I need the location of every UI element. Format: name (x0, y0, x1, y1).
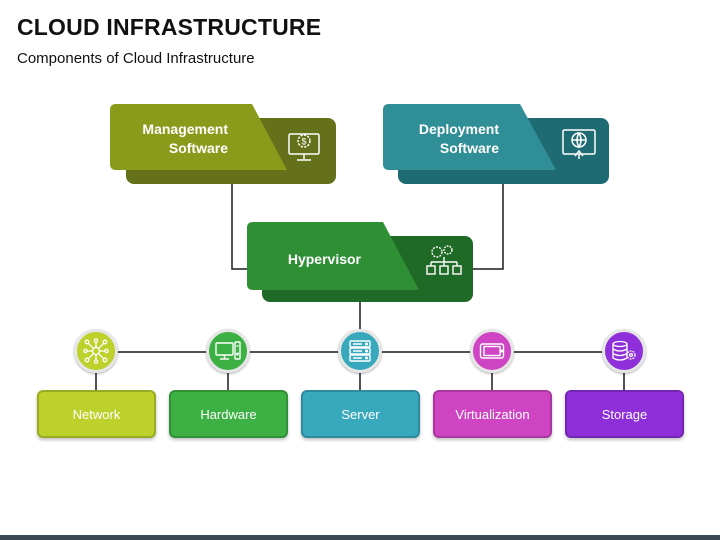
page-subtitle: Components of Cloud Infrastructure (17, 50, 255, 67)
footer-bar (0, 535, 720, 540)
server-icon (349, 340, 371, 362)
database-gear-icon (612, 340, 636, 361)
storage-label: Storage (601, 406, 648, 422)
hypervisor-front-box (247, 222, 419, 290)
network-label: Network (72, 406, 121, 422)
deployment-software-node (383, 104, 609, 184)
hardware-circle (206, 329, 250, 373)
server-circle (338, 329, 382, 373)
storage-box: Storage (565, 390, 684, 438)
network-box: Network (37, 390, 156, 438)
management-software-node: $ (110, 104, 336, 184)
network-circle (74, 329, 118, 373)
virtualization-circle (470, 329, 514, 373)
deployment-software-label: Deployment Software (418, 121, 499, 156)
server-box: Server (301, 390, 420, 438)
monitor-globe-upload-icon (562, 129, 596, 159)
deployment-front-box (383, 104, 556, 170)
tablet-icon (479, 343, 505, 359)
virtualization-box: Virtualization (433, 390, 552, 438)
hypervisor-label: Hypervisor (287, 251, 361, 267)
connector-deployment-hypervisor (473, 182, 504, 270)
storage-circle (602, 329, 646, 373)
svg-text:$: $ (301, 137, 306, 147)
monitor-dollar-gear-icon: $ (288, 133, 320, 161)
network-nodes-icon (83, 338, 109, 364)
hardware-box: Hardware (169, 390, 288, 438)
page-title: CLOUD INFRASTRUCTURE (17, 14, 322, 40)
computer-icon (215, 341, 241, 360)
virtualization-label: Virtualization (455, 406, 530, 422)
management-front-box (110, 104, 287, 170)
management-software-label: Management Software (142, 121, 228, 156)
hardware-label: Hardware (200, 406, 257, 422)
server-label: Server (341, 406, 380, 422)
gears-hierarchy-icon (426, 245, 462, 275)
hypervisor-node (247, 222, 473, 302)
